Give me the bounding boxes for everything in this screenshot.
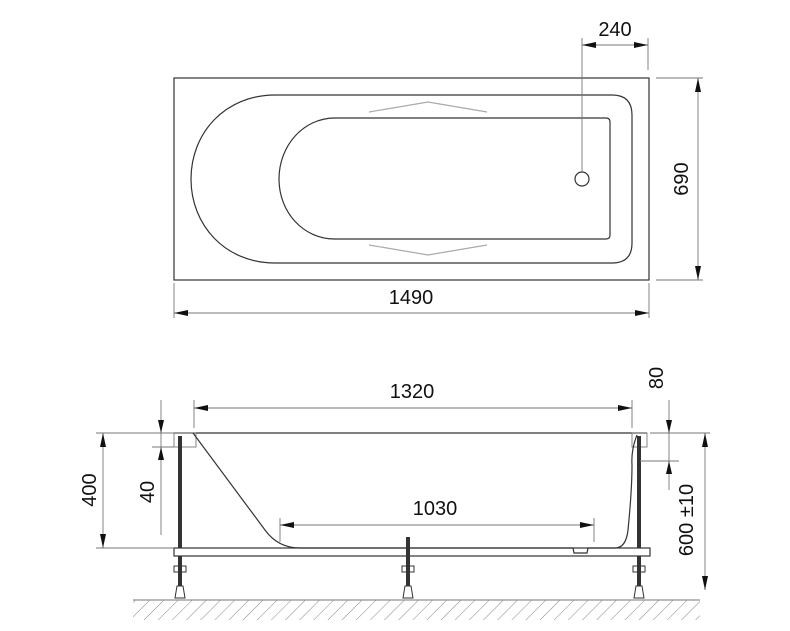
inner-length-label: 1320	[390, 381, 435, 403]
drain-icon	[574, 171, 590, 187]
dimension-inner-length: 1320	[193, 381, 633, 428]
top-view: 240 690 1490	[173, 19, 703, 318]
dimension-rim-thickness: 40	[137, 400, 174, 535]
dimension-overflow: 80	[640, 367, 683, 490]
height-label: 400	[79, 473, 101, 506]
frame-post-right	[637, 436, 641, 548]
adjustable-foot-right	[632, 556, 646, 599]
dimension-drain-offset: 240	[581, 19, 649, 172]
adjustable-foot-center	[401, 537, 415, 599]
floor-hatch	[133, 600, 700, 620]
bottom-length-label: 1030	[413, 498, 458, 520]
dimension-width: 1490	[173, 283, 650, 318]
dimension-depth: 690	[656, 77, 703, 281]
dimension-height: 400	[79, 432, 174, 549]
width-label: 1490	[389, 287, 434, 309]
dimension-bottom-length: 1030	[279, 498, 595, 542]
overflow-label: 80	[646, 367, 668, 389]
side-view: 1320 1030 40 400	[79, 367, 710, 620]
frame-post-left	[178, 436, 182, 548]
rim-thickness-label: 40	[137, 481, 159, 503]
install-height-label: 600 ±10	[676, 484, 698, 556]
depth-label: 690	[671, 162, 693, 195]
rim-block-left	[173, 432, 197, 448]
basin-bottom-outline	[278, 117, 611, 240]
tub-outer-outline	[173, 77, 650, 281]
basin-rim-outline	[190, 94, 633, 264]
tub-body-profile	[192, 432, 638, 554]
drain-offset-label: 240	[598, 19, 631, 41]
frame-base-bar	[173, 547, 651, 557]
dimension-install-height: 600 ±10	[676, 432, 710, 590]
adjustable-foot-left	[173, 556, 187, 599]
armrest-bottom-mark	[368, 244, 488, 256]
armrest-top-mark	[368, 101, 488, 113]
